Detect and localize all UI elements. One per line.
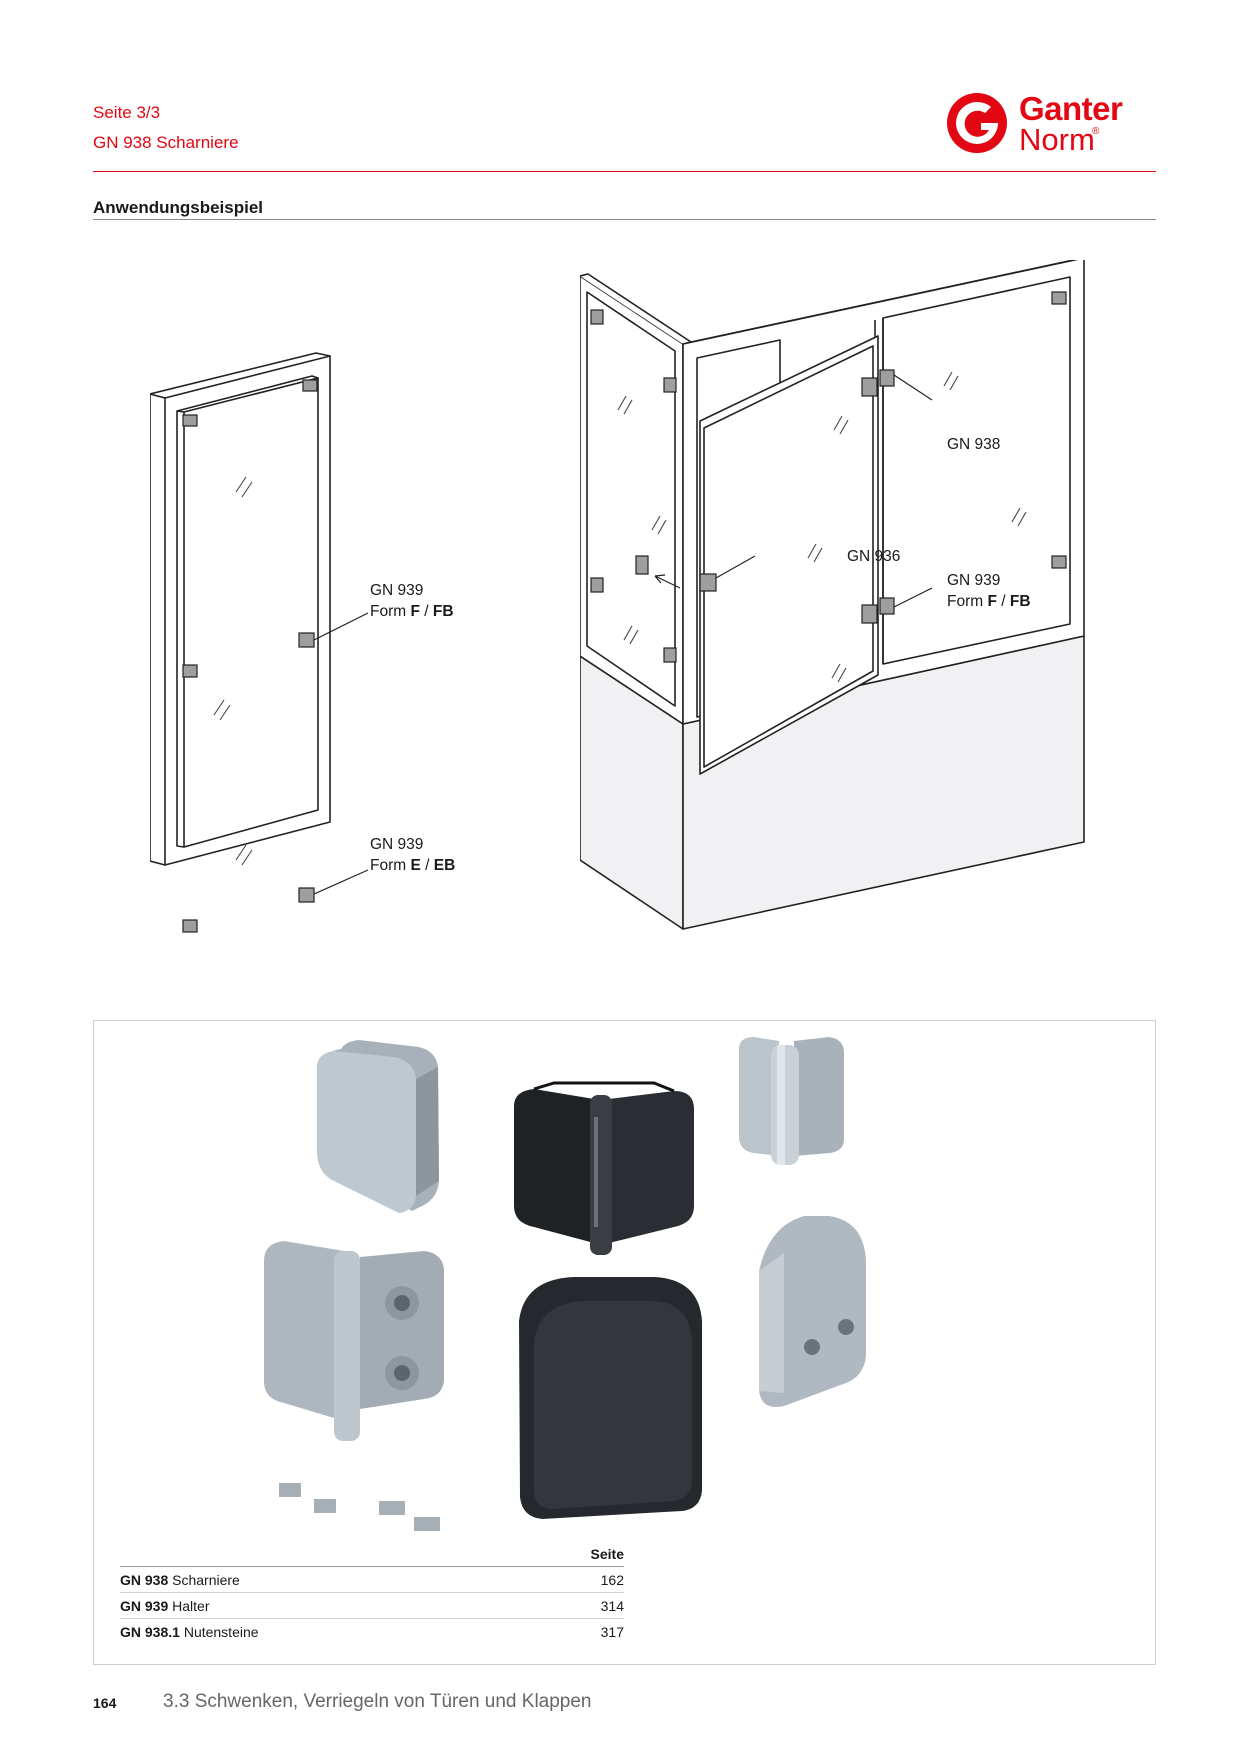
label-gn939-form-f: GN 939 Form F / FB [370,582,454,620]
product-photos [264,1037,866,1531]
ref-code: GN 938 [120,1572,169,1588]
glass-holder-silver-screw-icon [759,1216,866,1407]
table-row: GN 938 Scharniere 162 [120,1567,624,1593]
page-title: GN 938 Scharniere [93,133,239,152]
showcase-drawing [579,255,1093,930]
header-divider [93,171,1156,172]
slot-nuts-icon [94,1021,95,1022]
ref-name: Nutensteine [179,1624,259,1640]
ref-page: 162 [600,1572,624,1588]
reference-table: Seite GN 938 Scharniere 162 GN 939 Halte… [120,1546,624,1644]
logo-text-ganter: Ganter [1019,90,1123,127]
footer-page-number: 164 [93,1695,117,1711]
hinge-black-icon [514,1081,694,1255]
footer-chapter: 3.3 Schwenken, Verriegeln von Türen und … [163,1691,592,1712]
glass-holder-silver-icon [317,1040,439,1213]
hinge-silver-open-icon [264,1241,444,1531]
label-gn936: GN 936 [847,548,901,565]
page-indicator: Seite 3/3 [93,103,161,122]
section-divider [93,219,1156,220]
logo-text-norm: Norm [1019,122,1095,157]
logo-mark-icon [947,93,1007,153]
hinge-silver-small-icon [739,1037,844,1165]
table-row: GN 938.1 Nutensteine 317 [120,1619,624,1644]
ref-name: Halter [168,1598,210,1614]
drawing-single-door: GN 939 Form F / FB GN 939 Form E / EB [149,340,510,980]
logo-registered-mark: ® [1092,126,1100,137]
reference-table-header: Seite [120,1546,624,1567]
section-title: Anwendungsbeispiel [93,198,264,217]
ref-page: 314 [600,1598,624,1614]
table-row: GN 939 Halter 314 [120,1593,624,1619]
drawing-showcase: GN 938 GN 936 GN 939 Form F / FB [579,255,1100,940]
product-photo-panel [93,1020,1156,1665]
ganter-norm-logo: Ganter Norm ® [945,88,1165,158]
label-gn938: GN 938 [947,436,1001,453]
ref-code: GN 939 [120,1598,169,1614]
door-frame-drawing [149,352,369,933]
ref-name: Scharniere [168,1572,240,1588]
label-gn939-form-f-right: GN 939 Form F / FB [947,572,1031,610]
label-gn939-form-e: GN 939 Form E / EB [370,836,456,874]
glass-holder-black-icon [519,1277,702,1519]
ref-code: GN 938.1 [120,1624,180,1640]
ref-page: 317 [600,1624,624,1640]
